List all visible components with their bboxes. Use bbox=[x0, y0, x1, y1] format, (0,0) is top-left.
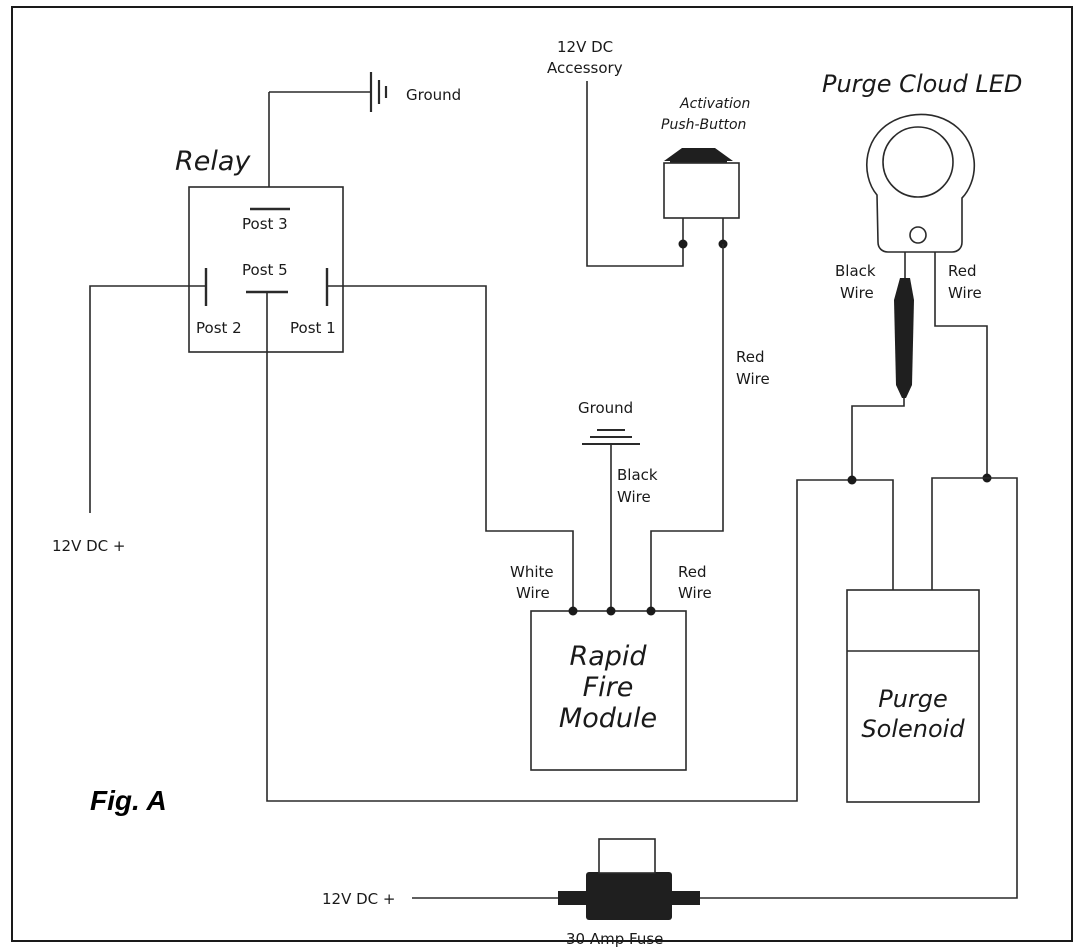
solenoid-label-2: Solenoid bbox=[861, 715, 965, 743]
wire-led-black bbox=[851, 398, 905, 480]
solenoid-label-1: Purge bbox=[878, 685, 948, 713]
white-wire-label-1: White bbox=[510, 563, 554, 581]
fig-label: Fig. A bbox=[90, 785, 167, 816]
wire-post5-solenoid bbox=[266, 292, 894, 802]
red-wire-mod-label-2: Wire bbox=[678, 584, 712, 602]
wire-white bbox=[327, 285, 574, 611]
ground-symbol-mid bbox=[582, 429, 640, 445]
white-wire-label-2: Wire bbox=[516, 584, 550, 602]
post3-label: Post 3 bbox=[242, 215, 288, 233]
diagram-frame bbox=[11, 6, 1073, 942]
module-terminal-white bbox=[568, 606, 578, 616]
red-wire-led-label-2: Wire bbox=[948, 284, 982, 302]
post5-label: Post 5 bbox=[242, 261, 288, 279]
post2-label: Post 2 bbox=[196, 319, 242, 337]
purge-solenoid-box bbox=[846, 589, 980, 803]
rapid-fire-module-box bbox=[530, 610, 687, 771]
black-wire-mod-label-1: Black bbox=[617, 466, 658, 484]
module-terminal-red bbox=[646, 606, 656, 616]
relay-box bbox=[188, 186, 344, 353]
push-button bbox=[663, 148, 740, 249]
ground-label-mid: Ground bbox=[578, 399, 633, 417]
module-label-2: Fire bbox=[583, 672, 634, 703]
fuse-30amp bbox=[558, 838, 700, 920]
accessory-label-2: Accessory bbox=[547, 59, 623, 77]
led-component bbox=[866, 113, 976, 253]
red-wire-led-label-1: Red bbox=[948, 262, 977, 280]
accessory-label-1: 12V DC bbox=[557, 38, 613, 56]
red-wire-mod-label-1: Red bbox=[678, 563, 707, 581]
led-title: Purge Cloud LED bbox=[822, 70, 1022, 98]
fuse-label: 30 Amp Fuse bbox=[566, 930, 663, 948]
black-wire-mod-label-2: Wire bbox=[617, 488, 651, 506]
activation-label-2: Push-Button bbox=[661, 117, 746, 133]
relay-title: Relay bbox=[175, 146, 251, 177]
dc-bottom-label: 12V DC + bbox=[322, 890, 395, 908]
dc-left-label: 12V DC + bbox=[52, 537, 125, 555]
activation-label-1: Activation bbox=[679, 96, 750, 112]
module-label-3: Module bbox=[559, 703, 657, 734]
wire-red-button-module bbox=[650, 244, 724, 611]
wire-accessory bbox=[586, 81, 684, 267]
post1-label: Post 1 bbox=[290, 319, 336, 337]
red-wire-mid-label-2: Wire bbox=[736, 370, 770, 388]
module-terminal-black bbox=[606, 606, 616, 616]
wire-post2-dc bbox=[89, 285, 206, 513]
module-label-1: Rapid bbox=[569, 641, 647, 672]
black-wire-led-label-1: Black bbox=[835, 262, 876, 280]
inline-connector bbox=[894, 278, 914, 398]
ground-label-top: Ground bbox=[406, 86, 461, 104]
wire-led-red bbox=[934, 252, 988, 478]
junction-black bbox=[847, 475, 857, 485]
ground-symbol-top bbox=[269, 72, 388, 112]
red-wire-mid-label-1: Red bbox=[736, 348, 765, 366]
wire-solenoid-fuse bbox=[700, 477, 1018, 899]
black-wire-led-label-2: Wire bbox=[840, 284, 874, 302]
